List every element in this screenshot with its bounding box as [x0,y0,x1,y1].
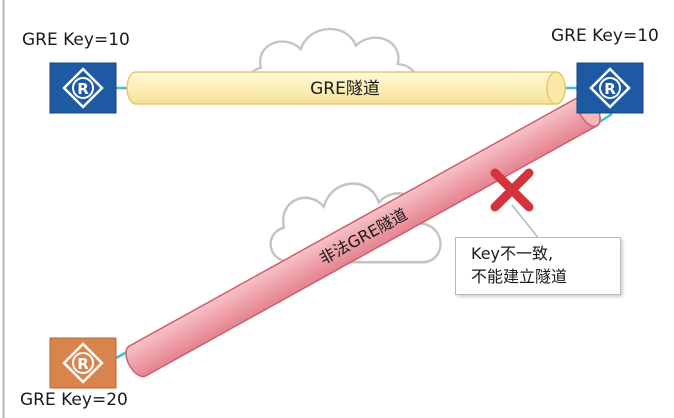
legal-tunnel-label: GRE隧道 [310,79,380,99]
router-bottom[interactable]: R [49,337,117,389]
gre-key-label-right-top: GRE Key=10 [551,26,659,46]
callout-line-1: Key不一致, [471,244,554,263]
router-icon: R [62,67,104,109]
svg-text:R: R [77,80,89,98]
router-right-top[interactable]: R [576,62,644,114]
svg-text:R: R [604,80,616,98]
key-mismatch-callout: Key不一致, 不能建立隧道 [455,237,621,295]
gre-key-label-bottom: GRE Key=20 [20,390,128,410]
router-icon: R [589,67,631,109]
router-left-top[interactable]: R [49,62,117,114]
router-icon: R [62,342,104,384]
callout-line-2: 不能建立隧道 [471,267,568,286]
svg-text:R: R [77,355,89,373]
callout-pointer [511,204,541,241]
gre-key-label-left-top: GRE Key=10 [22,30,130,50]
gre-tunnel-illegal: 非法GRE隧道 [125,94,601,378]
cross-icon [490,168,534,212]
gre-tunnel-legal: GRE隧道 [126,71,566,105]
